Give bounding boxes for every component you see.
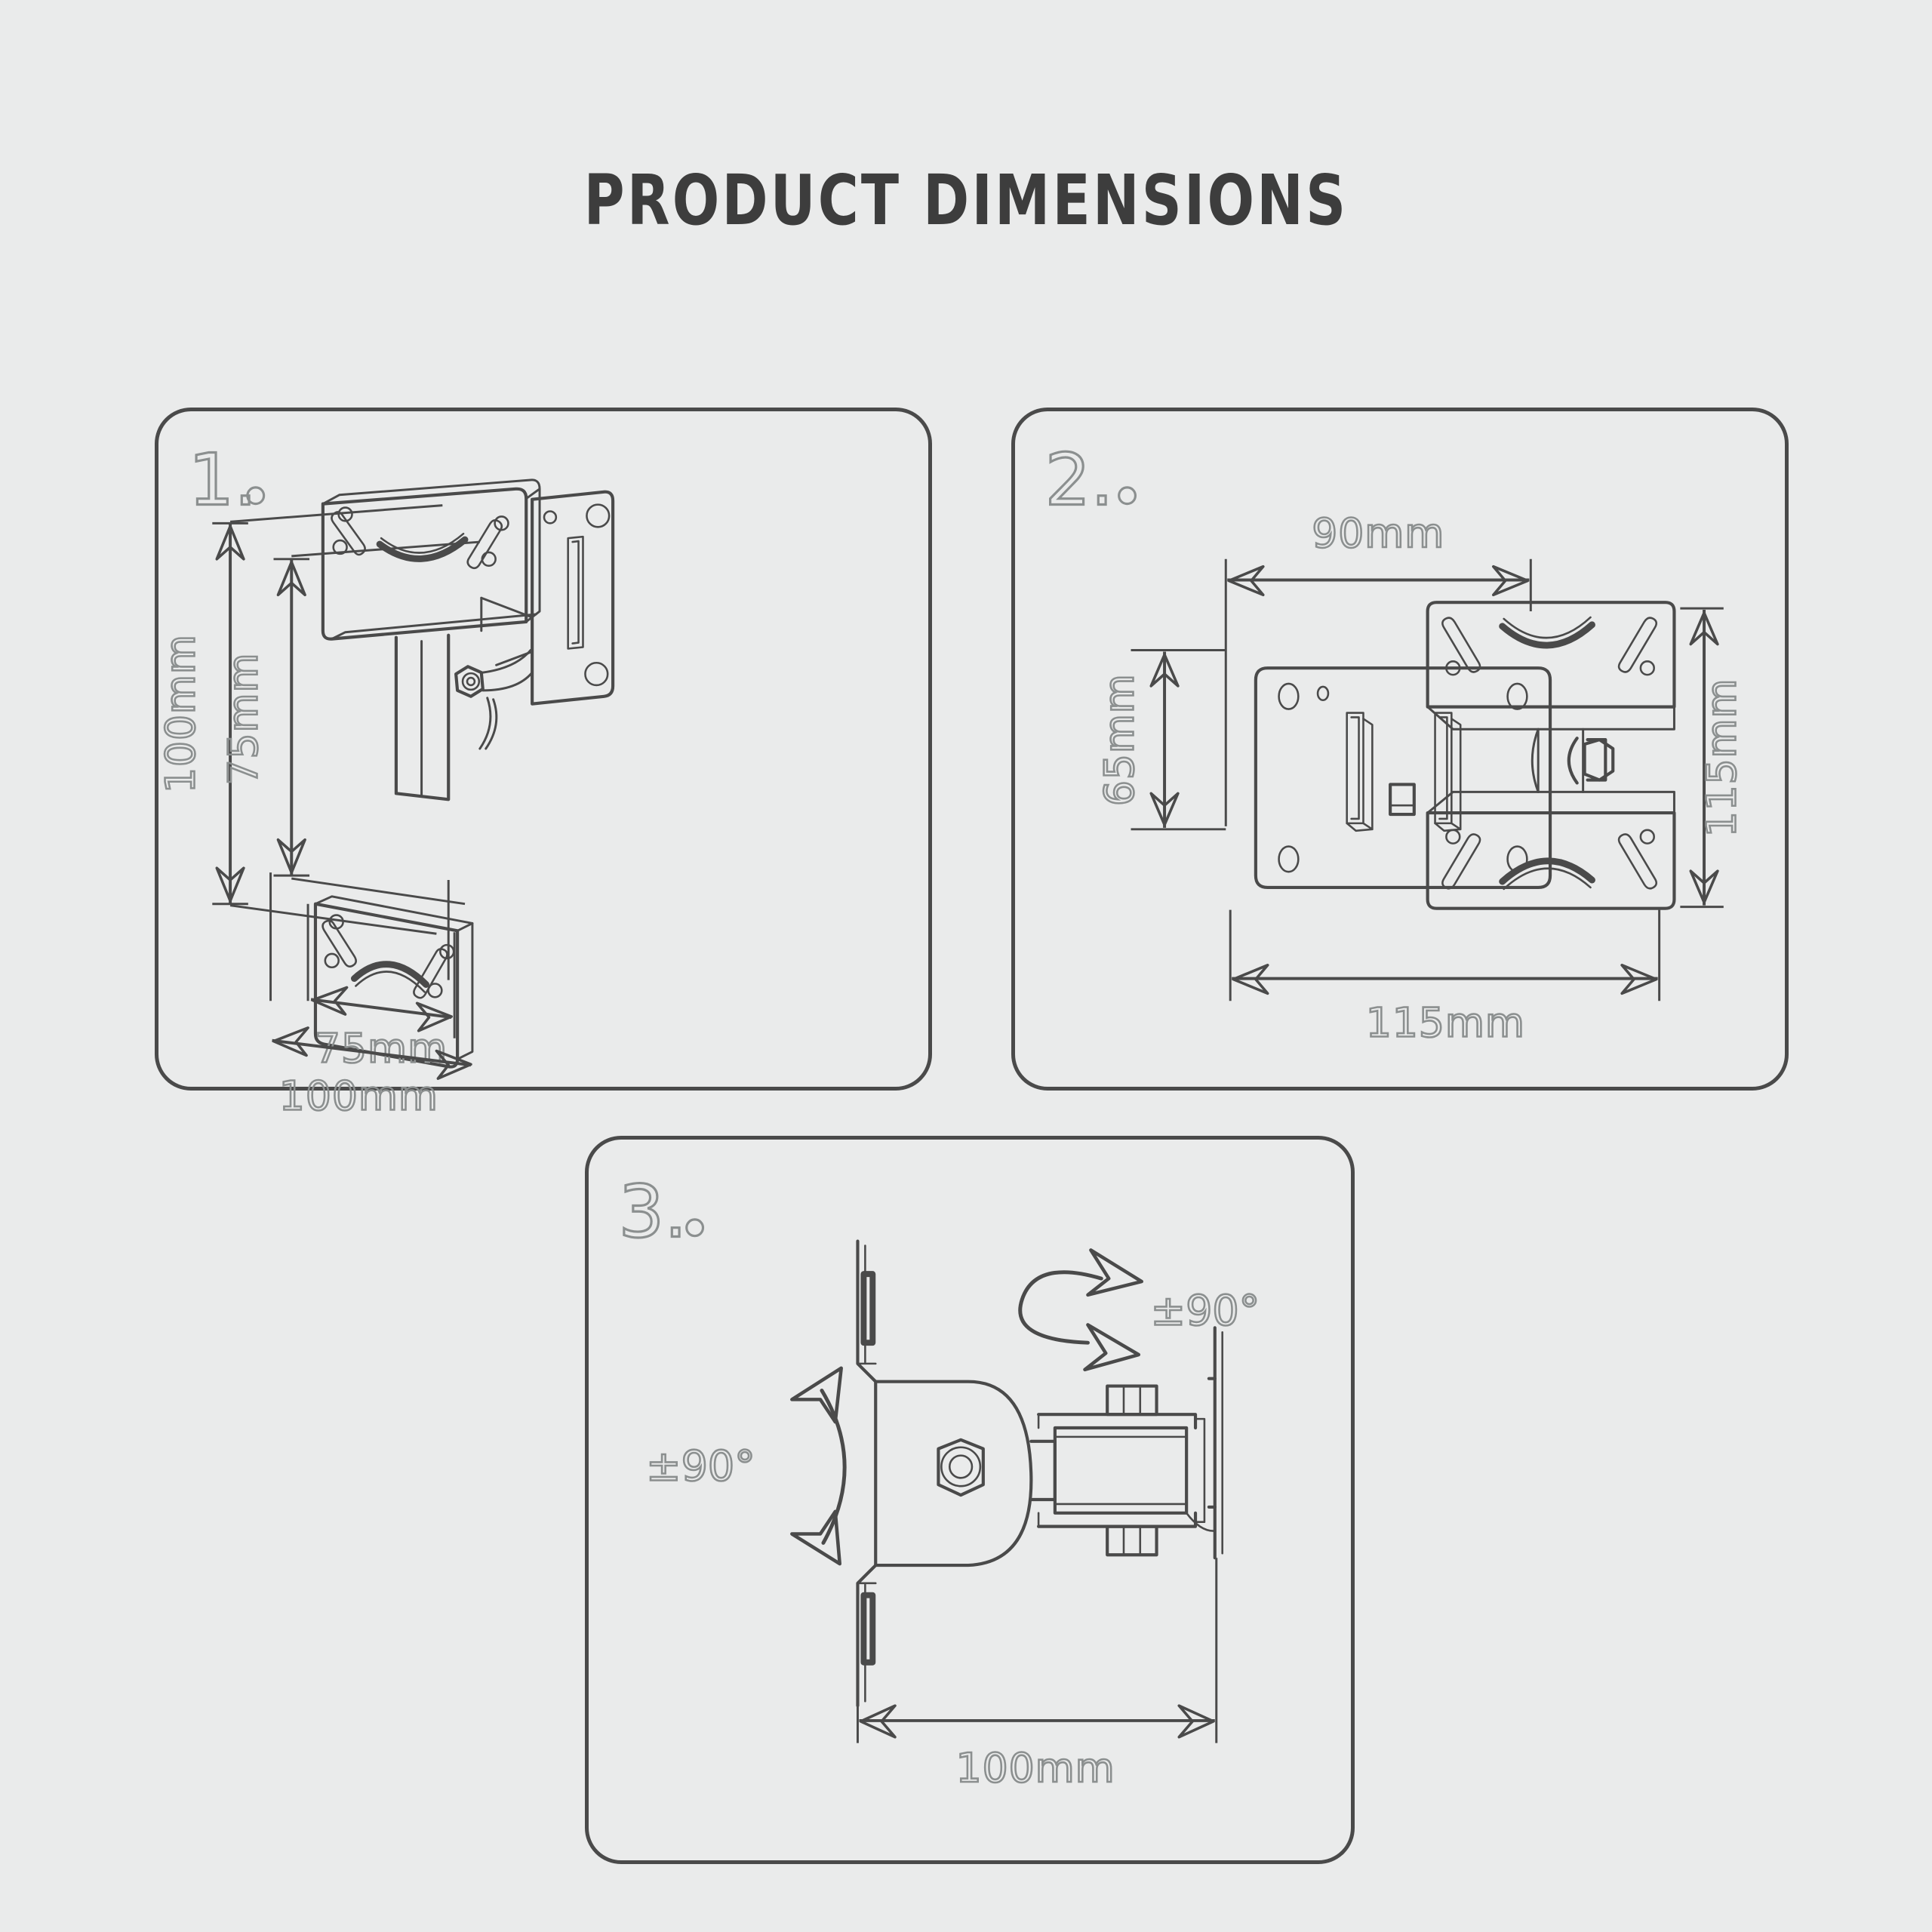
dimension-75mm-vertical-inner: 75mm [218,558,310,877]
step-number-1-outline: 1. [189,439,257,522]
dimension-115mm-horizontal: 115mm [1232,964,1658,1048]
dimension-90mm-horizontal: 90mm [1227,509,1530,597]
swivel-body [1531,728,1615,793]
panel-step-3: 3. ±90° ±90° [585,1136,1355,1864]
angle-label-tilt: ±90° [646,1442,755,1491]
page-title: PRODUCT DIMENSIONS [583,160,1349,241]
vesa-front-plate [1254,666,1552,890]
step-number-3-outline: 3. [619,1171,688,1254]
top-wall-plate [321,478,541,641]
angle-label-swivel: ±90° [1151,1287,1260,1335]
dimension-100mm-horizontal-outer [272,1026,472,1080]
step-period-2-icon [1118,486,1137,506]
vesa-back-plate [531,490,615,706]
dimension-label-115mm-h: 115mm [1366,999,1525,1047]
center-column-arm [394,596,534,801]
dimension-label-115mm-v: 115mm [1698,678,1746,837]
tilt-housing [874,1380,1033,1567]
tilt-arrow-group: ±90° [645,1366,847,1566]
dimension-label-75mm-v: 75mm [220,652,267,785]
step-period-3-icon [685,1218,705,1238]
dimension-label-90mm: 90mm [1312,509,1444,557]
extension-arm-block [1029,1384,1215,1557]
step-number-2-outline: 2. [1045,439,1114,522]
dimension-label-100mm-h: 100mm [279,1072,438,1120]
dimension-label-100mm-depth: 100mm [956,1744,1115,1792]
panel-step-2: 2. 90mm [1011,408,1789,1091]
panel-step-1: 1. [155,408,932,1121]
dimension-65mm-vertical: 65mm [1094,651,1180,828]
step-period-1-icon [246,486,266,506]
dimension-label-100mm-v: 100mm [157,634,205,793]
construction-lines [856,1558,1218,1743]
dimension-115mm-vertical: 115mm [1689,610,1746,906]
wall-plate-side [856,1239,878,1708]
vesa-plate-side [1207,1326,1223,1560]
dimension-100mm-depth: 100mm [859,1704,1215,1792]
dimension-100mm-vertical-outer: 100mm [155,521,248,906]
construction-lines [1131,558,1724,1001]
dimension-label-65mm: 65mm [1095,673,1143,806]
swivel-arrow-group: ±90° [1018,1248,1261,1372]
